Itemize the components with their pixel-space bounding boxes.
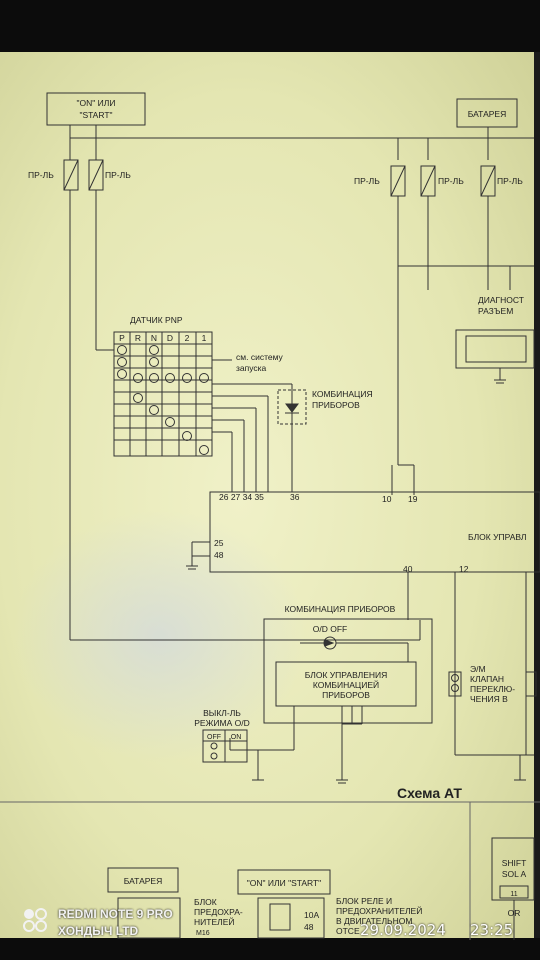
od-switch-label-1: ВЫКЛ-ЛЬ [203,708,241,718]
cluster-cu-3: ПРИБОРОВ [322,690,370,700]
pin-40: 40 [403,564,413,574]
watermark-date: 29.09.2024 [360,921,446,939]
od-switch-label-2: РЕЖИМА O/D [194,718,250,728]
fuse-label-3: ПР-ЛЬ [354,176,380,186]
od-off-label: O/D OFF [313,624,347,634]
battery-label-top: БАТАРЕЯ [468,109,506,119]
solenoid-b [448,671,462,697]
pin-11: 11 [510,891,517,898]
on-start-box-bottom [237,869,331,895]
cluster-control-unit [275,661,417,707]
or-label: OR [508,908,521,918]
diag-connector [455,329,535,369]
pnp-sensor-label: ДАТЧИК PNP [130,315,183,325]
on-start-label-2: "START" [79,110,112,120]
relay-block-1: БЛОК РЕЛЕ И [336,896,392,906]
relay-block-3: В ДВИГАТЕЛЬНОМ [336,916,412,926]
solenoid-3: ПЕРЕКЛЮ- [470,684,515,694]
fuse-block-1: БЛОК [194,897,217,907]
battery-label-bottom: БАТАРЕЯ [124,876,162,886]
fuse-label-1: ПР-ЛЬ [28,170,54,180]
shift-sol-2: SOL A [502,869,527,879]
pin-36: 36 [290,492,300,502]
see-start-1: см. систему [236,352,284,362]
fuse-block-2: ПРЕДОХРА- [194,907,243,917]
camera-logo-icon [23,908,47,932]
pin-12: 12 [459,564,469,574]
instrument-cluster [263,618,433,724]
fuse-10a: 10A [304,910,319,920]
control-unit-label: БЛОК УПРАВЛ [468,532,527,542]
pnp-col-n: N [151,333,157,343]
watermark-device: REDMI NOTE 9 PRO [58,907,173,921]
instrument-cluster-label: КОМБИНАЦИЯ ПРИБОРОВ [285,604,396,614]
od-off-cell: OFF [207,734,221,741]
diag-label-1: ДИАГНОСТ [478,295,524,305]
pins-left: 26 27 34 35 [219,492,264,502]
pnp-col-d: D [167,333,173,343]
watermark-time: 23:25 [470,921,514,939]
cluster-small-1: КОМБИНАЦИЯ [312,389,373,399]
scheme-title: Схема АТ [397,785,462,801]
pin-10: 10 [382,494,392,504]
od-on-cell: ON [231,734,242,741]
relay-block-2: ПРЕДОХРАНИТЕЛЕЙ [336,905,422,916]
fuse-block-3: НИТЕЛЕЙ [194,916,234,927]
relay-block-4: ОТСЕ [336,926,360,936]
fuse-48: 48 [304,922,314,932]
pin-25: 25 [214,538,224,548]
solenoid-2: КЛАПАН [470,674,504,684]
cluster-cu-1: БЛОК УПРАВЛЕНИЯ [305,670,388,680]
pnp-col-r: R [135,333,141,343]
cluster-cu-2: КОМБИНАЦИЕЙ [313,679,379,690]
solenoid-1: Э/М [470,664,486,674]
battery-box-bottom [107,867,179,893]
pnp-col-1: 1 [202,333,207,343]
ecu-block [209,491,540,573]
fuse-label-4: ПР-ЛЬ [438,176,464,186]
watermark-owner: ХОНДЫЧ LTD [58,924,139,938]
see-start-2: запуска [236,363,267,373]
shift-sol-1: SHIFT [502,858,527,868]
fuse-label-5: ПР-ЛЬ [497,176,523,186]
m16-label: M16 [196,930,210,937]
pin-48: 48 [214,550,224,560]
pnp-col-2: 2 [185,333,190,343]
battery-box-top [456,98,518,128]
cluster-small-2: ПРИБОРОВ [312,400,360,410]
pnp-col-p: P [119,333,125,343]
pin-19: 19 [408,494,418,504]
on-start-label-bottom: "ON" ИЛИ "START" [247,878,321,888]
diag-label-2: РАЗЪЕМ [478,306,513,316]
solenoid-4: ЧЕНИЯ B [470,694,508,704]
pnp-table [113,331,213,457]
fuse-label-2: ПР-ЛЬ [105,170,131,180]
on-start-label-1: "ON" ИЛИ [77,98,116,108]
